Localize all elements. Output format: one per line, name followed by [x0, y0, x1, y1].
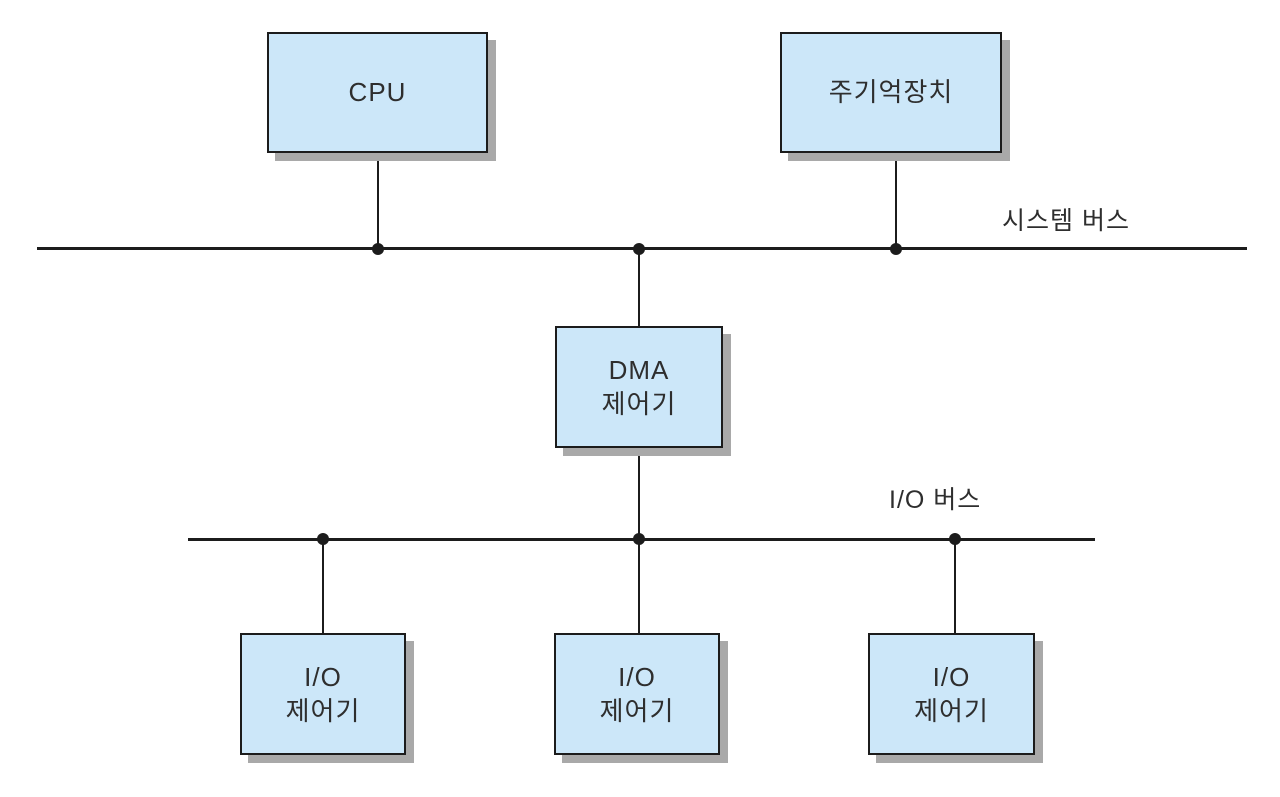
main-memory-label: 주기억장치 — [828, 77, 954, 108]
connector-system-bus-to-dma — [638, 250, 640, 327]
cpu-label: CPU — [348, 77, 407, 108]
connector-io-bus-to-io-left — [322, 541, 324, 634]
io-controller-middle-label-line2: 제어기 — [599, 696, 675, 726]
io-controller-right-label-line1: I/O — [932, 661, 971, 692]
junction-dot-io-bus-left — [317, 533, 329, 545]
system-bus-label: 시스템 버스 — [1002, 207, 1130, 235]
io-bus-label: I/O 버스 — [889, 486, 982, 514]
main-memory-box: 주기억장치 — [780, 32, 1002, 153]
connector-cpu-to-system-bus — [377, 151, 379, 248]
junction-dot-system-bus-memory — [890, 243, 902, 255]
dma-controller-label-line1: DMA — [608, 354, 670, 385]
cpu-box: CPU — [267, 32, 488, 153]
junction-dot-io-bus-dma — [633, 533, 645, 545]
junction-dot-system-bus-dma — [633, 243, 645, 255]
dma-controller-box: DMA 제어기 — [555, 326, 723, 448]
junction-dot-system-bus-cpu — [372, 243, 384, 255]
connector-io-bus-to-io-right — [954, 541, 956, 634]
io-controller-middle-label-line1: I/O — [618, 661, 656, 692]
io-controller-box-right: I/O 제어기 — [868, 633, 1035, 755]
io-controller-left-label-line1: I/O — [304, 661, 342, 692]
io-controller-left-label-line2: 제어기 — [285, 696, 361, 726]
io-controller-right-label-line2: 제어기 — [914, 696, 989, 726]
dma-controller-label-line2: 제어기 — [601, 389, 677, 419]
io-controller-box-middle: I/O 제어기 — [554, 633, 720, 755]
junction-dot-io-bus-right — [949, 533, 961, 545]
io-controller-box-left: I/O 제어기 — [240, 633, 406, 755]
connector-memory-to-system-bus — [895, 151, 897, 248]
